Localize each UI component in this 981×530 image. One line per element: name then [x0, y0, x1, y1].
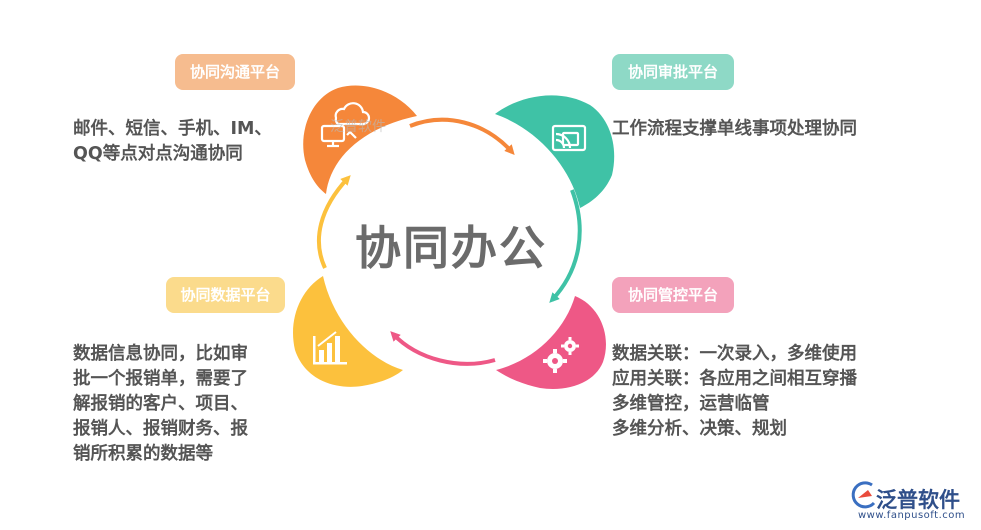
desc-approval: 工作流程支撑单线事项处理协同: [612, 119, 857, 139]
gears-icon: [543, 337, 579, 373]
desc-communication: 邮件、短信、手机、IM、 QQ等点对点沟通协同: [73, 119, 272, 164]
arrow-pink: [390, 331, 496, 366]
watermark: 泛普软件: [330, 119, 386, 135]
petal-approval: [495, 95, 615, 208]
tag-data: 协同数据平台: [166, 277, 285, 313]
bar-chart-icon: [313, 331, 347, 365]
petal-communication: [303, 85, 417, 194]
petal-control: [496, 296, 606, 389]
screen-cast-icon: [551, 124, 587, 152]
tag-control: 协同管控平台: [612, 277, 734, 313]
arrow-green: [549, 189, 582, 303]
logo-name: 泛普软件: [876, 488, 960, 512]
fanpu-logo-icon: [851, 481, 876, 509]
cloud-computer-icon: [320, 102, 371, 148]
tag-approval: 协同审批平台: [612, 54, 734, 90]
desc-control: 数据关联：一次录入，多维使用 应用关联：各应用之间相互穿播 多维管控，运营临管 …: [612, 344, 857, 439]
petal-data: [293, 276, 403, 387]
logo-url: www.fanpusoft.com: [858, 510, 966, 521]
center-title: 协同办公: [355, 221, 547, 275]
arrow-orange: [409, 117, 515, 155]
arrow-yellow: [317, 175, 351, 269]
desc-data: 数据信息协同，比如审 批一个报销单，需要了 解报销的客户、项目、 报销人、报销财…: [73, 344, 248, 464]
tag-communication: 协同沟通平台: [175, 54, 295, 90]
